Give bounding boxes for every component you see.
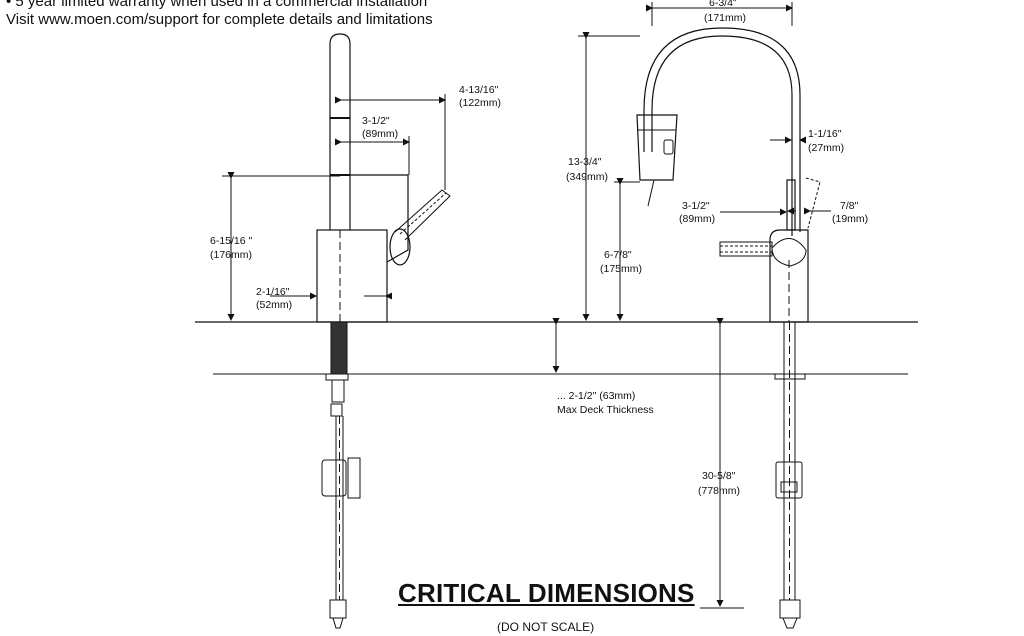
support-note: Visit www.moen.com/support for complete … <box>6 11 433 28</box>
front-view-dimension-lines <box>552 2 831 609</box>
handle-clearance-mm: (89mm) <box>679 213 715 225</box>
drawing-title: CRITICAL DIMENSIONS <box>398 578 695 608</box>
deck-thickness-value: ... 2-1/2" (63mm) <box>557 390 635 402</box>
outlet-height-in: 6-7/8" <box>604 249 632 261</box>
base-height-in: 6-15/16 " <box>210 235 253 247</box>
deck-thickness-label: Max Deck Thickness <box>557 404 654 416</box>
base-height-mm: (176mm) <box>210 249 252 261</box>
overall-height-mm: (349mm) <box>566 171 608 183</box>
base-width-in: 2-1/16" <box>256 286 290 298</box>
below-deck-in: 30-5/8" <box>702 470 736 482</box>
spout-offset-in: 1-1/16" <box>808 128 842 140</box>
base-width-mm: (52mm) <box>256 299 292 311</box>
below-deck-mm: (778mm) <box>698 485 740 497</box>
handle-reach-in: 3-1/2" <box>362 115 390 127</box>
faucet-side-view <box>316 33 451 629</box>
overall-height-in: 13-3/4" <box>568 156 602 168</box>
faucet-front-view <box>636 27 821 629</box>
spout-reach-mm: (171mm) <box>704 12 746 24</box>
spout-reach-in: 6-3/4" <box>709 0 737 9</box>
handle-reach-mm: (89mm) <box>362 128 398 140</box>
warranty-note: • 5 year limited warranty when used in a… <box>6 0 428 10</box>
side-view-dimension-lines <box>222 94 446 321</box>
outlet-height-mm: (175mm) <box>600 263 642 275</box>
scale-note: (DO NOT SCALE) <box>497 620 595 634</box>
width-top-in: 4-13/16" <box>459 84 499 96</box>
handle-clearance-in: 3-1/2" <box>682 200 710 212</box>
handle-width-in: 7/8" <box>840 200 859 212</box>
spout-offset-mm: (27mm) <box>808 142 844 154</box>
handle-width-mm: (19mm) <box>832 213 868 225</box>
width-top-mm: (122mm) <box>459 97 501 109</box>
